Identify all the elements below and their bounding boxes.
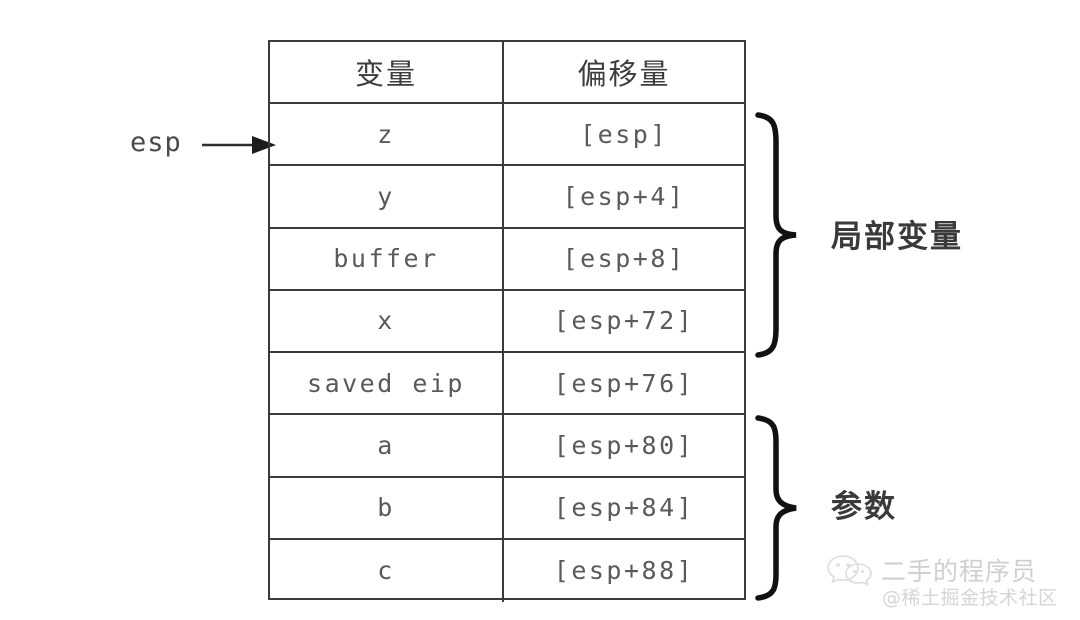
watermark-primary: 二手的程序员 — [826, 552, 1037, 588]
variable-name: z — [377, 119, 395, 149]
cell-variable: y — [270, 166, 504, 227]
header-cell-variable: 变量 — [270, 42, 504, 103]
cell-offset: [esp+72] — [504, 291, 744, 351]
cell-offset: [esp+84] — [504, 478, 744, 538]
esp-label: esp — [130, 127, 182, 158]
cell-offset: [esp+76] — [504, 353, 744, 413]
watermark-source: @稀土掘金技术社区 — [882, 587, 1058, 609]
cell-variable: a — [270, 415, 504, 476]
cell-variable: saved eip — [270, 353, 504, 414]
offset-value: [esp+8] — [562, 244, 686, 274]
offset-value: [esp+72] — [553, 306, 695, 336]
table-row: a [esp+80] — [270, 415, 744, 478]
right-curly-brace-icon — [755, 112, 797, 358]
table-row: z [esp] — [270, 104, 744, 167]
cell-variable: x — [270, 290, 504, 352]
cell-offset: [esp+80] — [504, 415, 744, 475]
cell-variable: b — [270, 477, 504, 538]
cell-offset: [esp+8] — [504, 229, 744, 289]
cell-offset: [esp+88] — [504, 540, 744, 602]
offset-value: [esp+88] — [553, 556, 695, 586]
offset-value: [esp] — [580, 119, 668, 149]
esp-pointer: esp — [130, 124, 276, 166]
variable-name: x — [377, 306, 395, 336]
table-row: y [esp+4] — [270, 166, 744, 229]
header-label-offset: 偏移量 — [577, 57, 671, 92]
stack-frame-table: 变量 偏移量 z [esp] y [esp+4] buffer — [268, 40, 746, 602]
watermark-name: 二手的程序员 — [881, 557, 1038, 586]
watermark: 二手的程序员 @稀土掘金技术社区 — [826, 552, 1076, 614]
right-curly-brace-icon — [755, 415, 797, 601]
table-row: c [esp+88] — [270, 539, 744, 602]
header-cell-offset: 偏移量 — [504, 42, 744, 102]
cell-variable: c — [270, 539, 504, 602]
arrow-right-icon — [202, 136, 276, 154]
cell-variable: buffer — [270, 228, 504, 289]
variable-name: y — [377, 182, 395, 212]
table-row: buffer [esp+8] — [270, 228, 744, 291]
group-label-local-variables: 局部变量 — [831, 219, 963, 255]
wechat-icon — [827, 555, 872, 586]
table-row: saved eip [esp+76] — [270, 353, 744, 416]
group-label-parameters: 参数 — [831, 489, 897, 525]
offset-value: [esp+76] — [553, 368, 695, 398]
table-header-row: 变量 偏移量 — [270, 42, 744, 105]
table-row: x [esp+72] — [270, 290, 744, 354]
cell-variable: z — [270, 104, 504, 165]
variable-name: a — [377, 430, 395, 460]
variable-name: saved eip — [307, 368, 465, 398]
header-label-variable: 变量 — [354, 57, 417, 92]
offset-value: [esp+4] — [562, 182, 686, 212]
cell-offset: [esp] — [504, 104, 744, 164]
table-row: b [esp+84] — [270, 477, 744, 540]
offset-value: [esp+84] — [553, 493, 695, 523]
variable-name: buffer — [333, 244, 439, 274]
cell-offset: [esp+4] — [504, 166, 744, 226]
variable-name: c — [377, 556, 395, 586]
offset-value: [esp+80] — [553, 430, 695, 460]
variable-name: b — [377, 493, 395, 523]
